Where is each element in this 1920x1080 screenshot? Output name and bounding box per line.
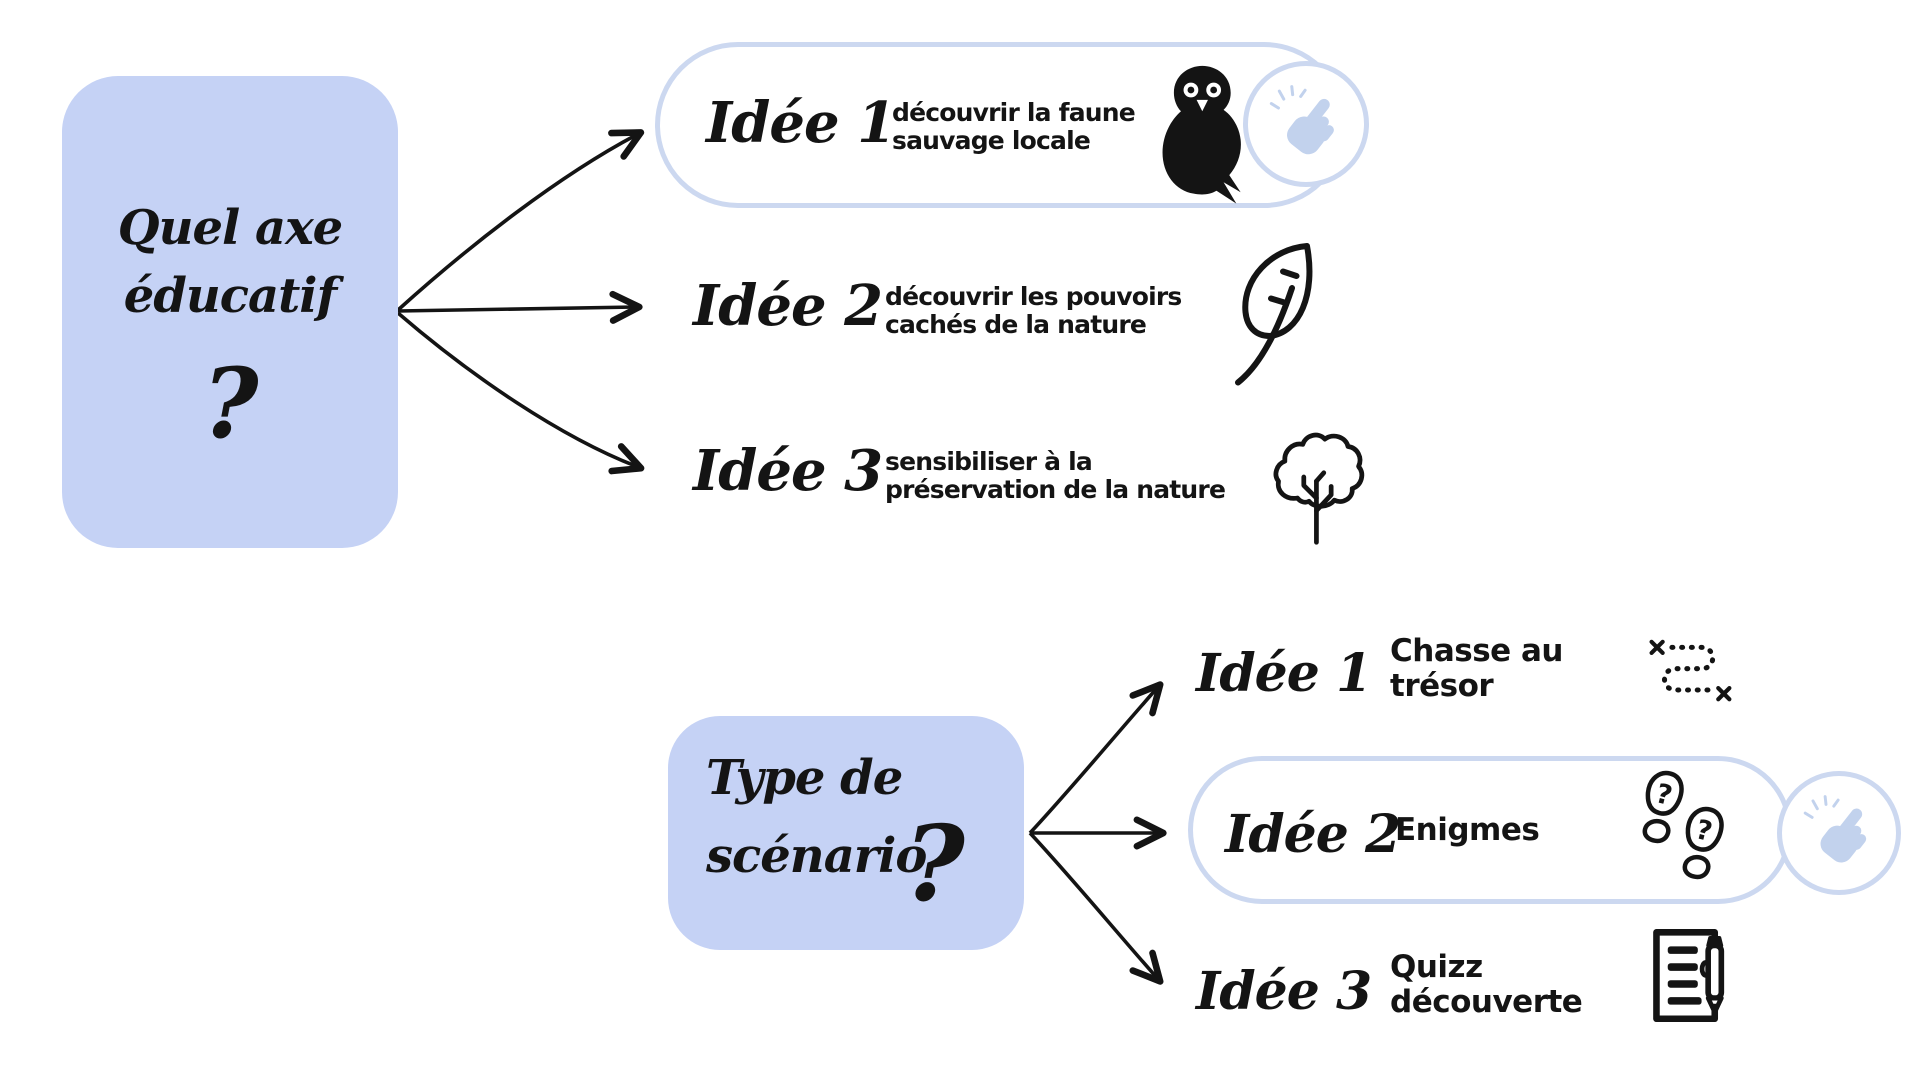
idea-label: Idée 2 [1225, 804, 1401, 865]
question-line: Type de [706, 750, 903, 806]
question-mark: ? [904, 802, 965, 925]
idea-text: Chasse au trésor [1390, 633, 1563, 704]
idea-label: Idée 1 [706, 90, 896, 156]
owl-icon [1162, 65, 1241, 204]
leaf-icon [1235, 243, 1313, 386]
idea-text: Enigmes [1395, 812, 1540, 848]
cursor-click-icon [1269, 85, 1334, 155]
svg-text:?: ? [1653, 778, 1676, 812]
footprints-icon: ? ? [1642, 770, 1724, 880]
idea-label: Idée 3 [693, 438, 883, 504]
question-node-axe-educatif[interactable]: Quel axe éducatif ? [62, 76, 398, 548]
click-here-button[interactable] [1243, 61, 1369, 187]
idea-text: Quizz découverte [1390, 949, 1583, 1020]
idea-label: Idée 1 [1196, 643, 1372, 704]
question-node-type-scenario[interactable]: Type de scénario ? [668, 716, 1024, 950]
idea-label: Idée 2 [693, 273, 883, 339]
question-mark: ? [202, 347, 258, 460]
idea-card-scenario-2[interactable]: Idée 2 Enigmes ? ? [1188, 756, 1792, 904]
idea-card-axe-1[interactable]: Idée 1 découvrir la faune sauvage locale [655, 42, 1347, 208]
click-here-button[interactable] [1777, 771, 1901, 895]
svg-text:?: ? [1693, 814, 1716, 848]
cursor-click-icon [1803, 795, 1867, 863]
question-line: scénario [706, 828, 927, 884]
idea-text: découvrir la faune sauvage locale [892, 98, 1136, 156]
idea-label: Idée 3 [1196, 961, 1372, 1022]
tree-icon [1273, 432, 1365, 545]
question-line: éducatif [123, 268, 337, 324]
idea-text: sensibiliser à la préservation de la nat… [885, 447, 1226, 505]
quizz-document-icon [1653, 929, 1725, 1023]
question-line: Quel axe [117, 200, 343, 256]
treasure-path-icon [1649, 639, 1732, 702]
idea-text: découvrir les pouvoirs cachés de la natu… [885, 282, 1182, 340]
